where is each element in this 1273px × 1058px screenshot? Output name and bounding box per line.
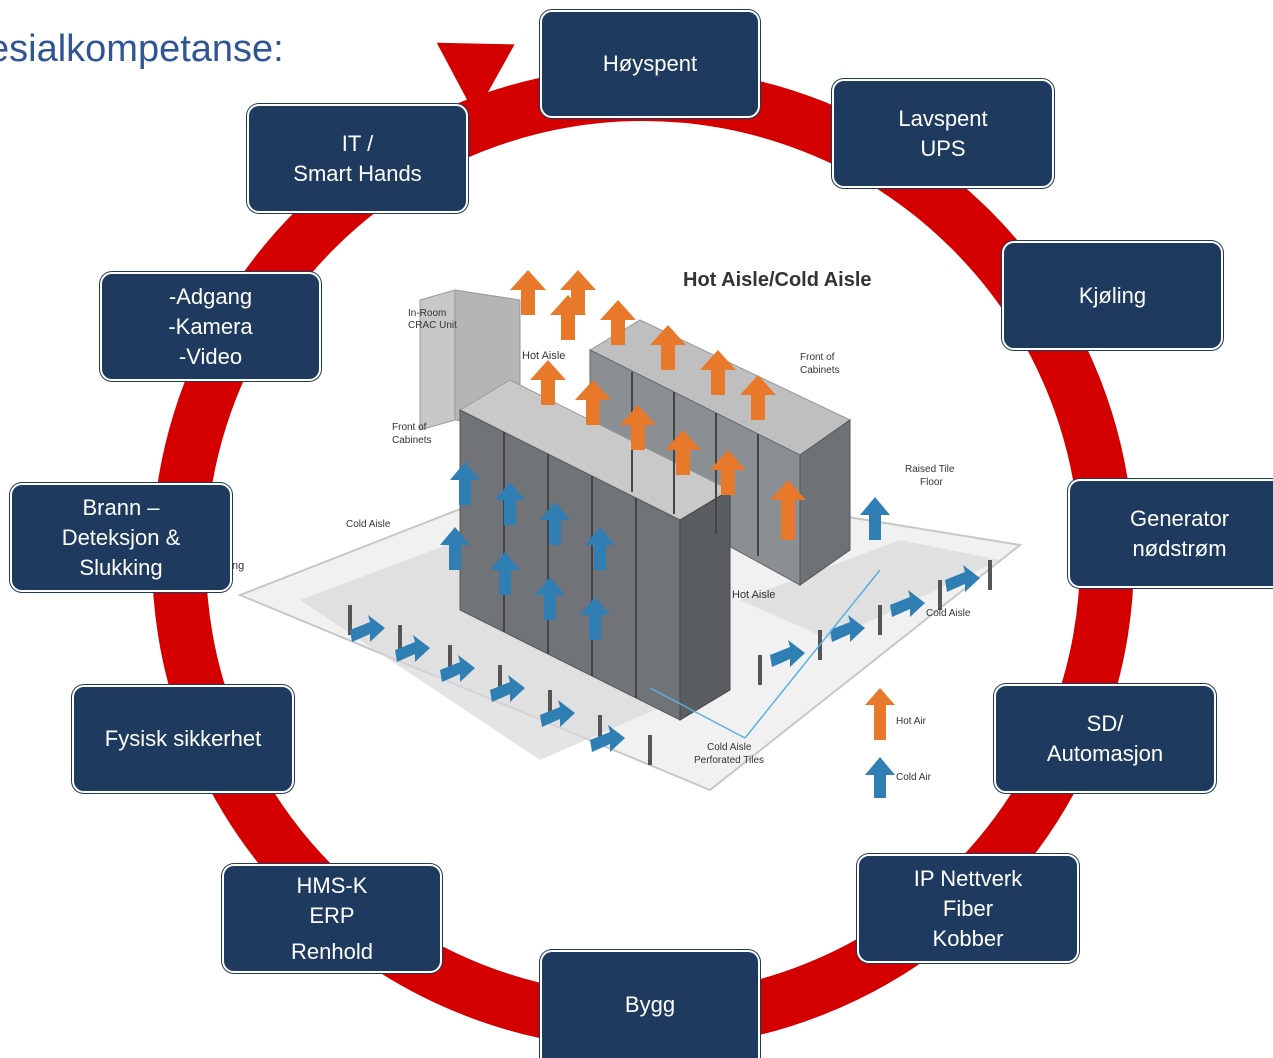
ring-arrowhead bbox=[436, 42, 515, 116]
hot-aisle-mid-label: Hot Aisle bbox=[732, 589, 775, 601]
cold-aisle-right-label: Cold Aisle bbox=[926, 608, 971, 619]
cold-aisle-left-label: Cold Aisle bbox=[346, 519, 391, 530]
front-left-label-1: Front of bbox=[392, 422, 427, 433]
crac-label-1: In-Room bbox=[408, 308, 446, 319]
perforated-label-2: Perforated Tiles bbox=[694, 755, 764, 766]
node-bygg: Bygg bbox=[540, 950, 760, 1058]
node-hoyspent-line-1: Høyspent bbox=[602, 51, 698, 76]
node-generator-line-1: Generator bbox=[1129, 505, 1230, 531]
node-kjoling-line-1: Kjøling bbox=[1078, 282, 1147, 308]
illus-heading: Hot Aisle/Cold Aisle bbox=[683, 269, 872, 291]
cold-air-arrows bbox=[350, 462, 980, 798]
node-sd-line-1: SD/ bbox=[1086, 710, 1124, 736]
front-left-label-2: Cabinets bbox=[392, 435, 431, 446]
perforated-label-1: Cold Aisle bbox=[707, 742, 752, 753]
front-right-label-2: Cabinets bbox=[800, 365, 839, 376]
front-row-side bbox=[679, 489, 731, 721]
crac-label-2: CRAC Unit bbox=[408, 320, 457, 331]
node-it-line-1: IT / bbox=[341, 130, 374, 156]
node-lavspent-line-2: UPS bbox=[920, 135, 966, 161]
node-ip-line-2: Fiber bbox=[942, 895, 994, 921]
node-kjoling: Kjøling bbox=[1002, 241, 1223, 350]
node-brann-line-2: Deteksjon & bbox=[61, 524, 181, 550]
node-it: IT / Smart Hands bbox=[247, 104, 468, 213]
legend-cold-label: Cold Air bbox=[896, 772, 932, 783]
node-hms: HMS-K ERP Renhold bbox=[222, 864, 442, 973]
node-adgang-line-1: -Adgang bbox=[168, 283, 253, 309]
node-fysisk-line-1: Fysisk sikkerhet bbox=[104, 726, 262, 751]
front-right-label-1: Front of bbox=[800, 352, 835, 363]
legend-cold-arrow bbox=[865, 757, 895, 798]
node-lavspent-line-1: Lavspent bbox=[898, 105, 988, 131]
node-sd: SD/Automasjon bbox=[994, 684, 1216, 793]
node-adgang-line-3: -Video bbox=[178, 343, 243, 369]
node-adgang-line-2: -Kamera bbox=[168, 313, 253, 339]
node-hms-line-2: ERP bbox=[309, 902, 355, 928]
node-hms-line-1: HMS-K bbox=[296, 872, 368, 898]
node-bygg-line-1: Bygg bbox=[624, 992, 676, 1017]
node-fysisk: Fysisk sikkerhet bbox=[72, 685, 294, 793]
hot-aisle-top-label: Hot Aisle bbox=[522, 350, 565, 362]
node-brann: Brann – Deteksjon & Slukking bbox=[10, 483, 232, 592]
node-sd-line-2: Automasjon bbox=[1046, 740, 1164, 766]
raised-label-2: Floor bbox=[920, 477, 943, 488]
node-ip-line-1: IP Nettverk bbox=[913, 865, 1023, 891]
cut-off-label: ng bbox=[232, 560, 244, 572]
node-hms-line-3: Renhold bbox=[291, 938, 373, 964]
node-hoyspent: Høyspent bbox=[540, 10, 760, 118]
node-generator: Generator nødstrøm bbox=[1068, 479, 1273, 588]
hot-air-arrows bbox=[510, 270, 895, 740]
legend-hot-arrow bbox=[865, 688, 895, 740]
node-adgang: -Adgang -Kamera -Video bbox=[100, 272, 321, 381]
node-brann-line-1: Brann – bbox=[82, 494, 160, 520]
pointer-lines bbox=[649, 569, 881, 739]
back-row-side bbox=[799, 419, 851, 586]
node-generator-line-2: nødstrøm bbox=[1132, 535, 1227, 561]
raised-label-1: Raised Tile bbox=[905, 464, 955, 475]
node-brann-line-3: Slukking bbox=[79, 554, 163, 580]
perforated-tiles-right bbox=[740, 540, 1000, 640]
legend-hot-label: Hot Air bbox=[896, 716, 927, 727]
node-it-line-2: Smart Hands bbox=[293, 160, 422, 186]
perforated-tiles-left bbox=[300, 525, 700, 760]
page-title: esialkompetanse: bbox=[0, 28, 284, 70]
node-ip-line-3: Kobber bbox=[932, 925, 1004, 951]
cabinet-doors bbox=[503, 372, 759, 698]
